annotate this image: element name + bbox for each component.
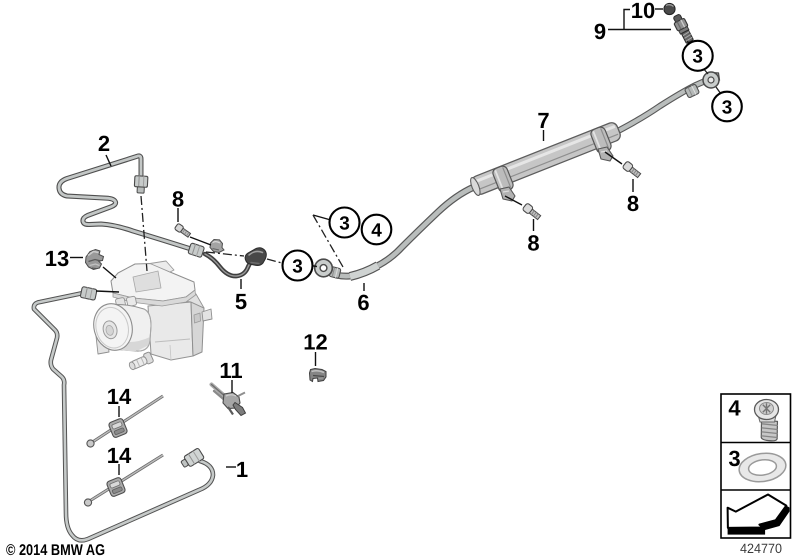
svg-text:7: 7: [537, 108, 549, 133]
svg-text:8: 8: [172, 187, 184, 212]
svg-text:10: 10: [631, 0, 655, 23]
svg-text:11: 11: [219, 358, 242, 383]
svg-text:5: 5: [235, 289, 247, 314]
svg-text:4: 4: [728, 396, 741, 421]
svg-text:12: 12: [303, 330, 327, 355]
svg-text:3: 3: [292, 256, 303, 277]
svg-text:3: 3: [728, 446, 740, 471]
svg-text:6: 6: [357, 290, 369, 315]
svg-text:8: 8: [527, 231, 539, 256]
svg-text:3: 3: [722, 97, 733, 118]
svg-text:8: 8: [627, 191, 639, 216]
svg-text:14: 14: [107, 384, 132, 409]
svg-text:3: 3: [692, 47, 703, 68]
svg-text:4: 4: [371, 220, 382, 241]
svg-text:14: 14: [107, 443, 132, 468]
svg-text:2: 2: [98, 131, 110, 156]
svg-text:424770: 424770: [740, 541, 782, 556]
svg-text:13: 13: [45, 246, 69, 271]
svg-text:© 2014 BMW AG: © 2014 BMW AG: [6, 542, 105, 559]
svg-text:1: 1: [236, 457, 248, 482]
svg-text:9: 9: [594, 19, 606, 44]
svg-text:3: 3: [339, 213, 350, 234]
